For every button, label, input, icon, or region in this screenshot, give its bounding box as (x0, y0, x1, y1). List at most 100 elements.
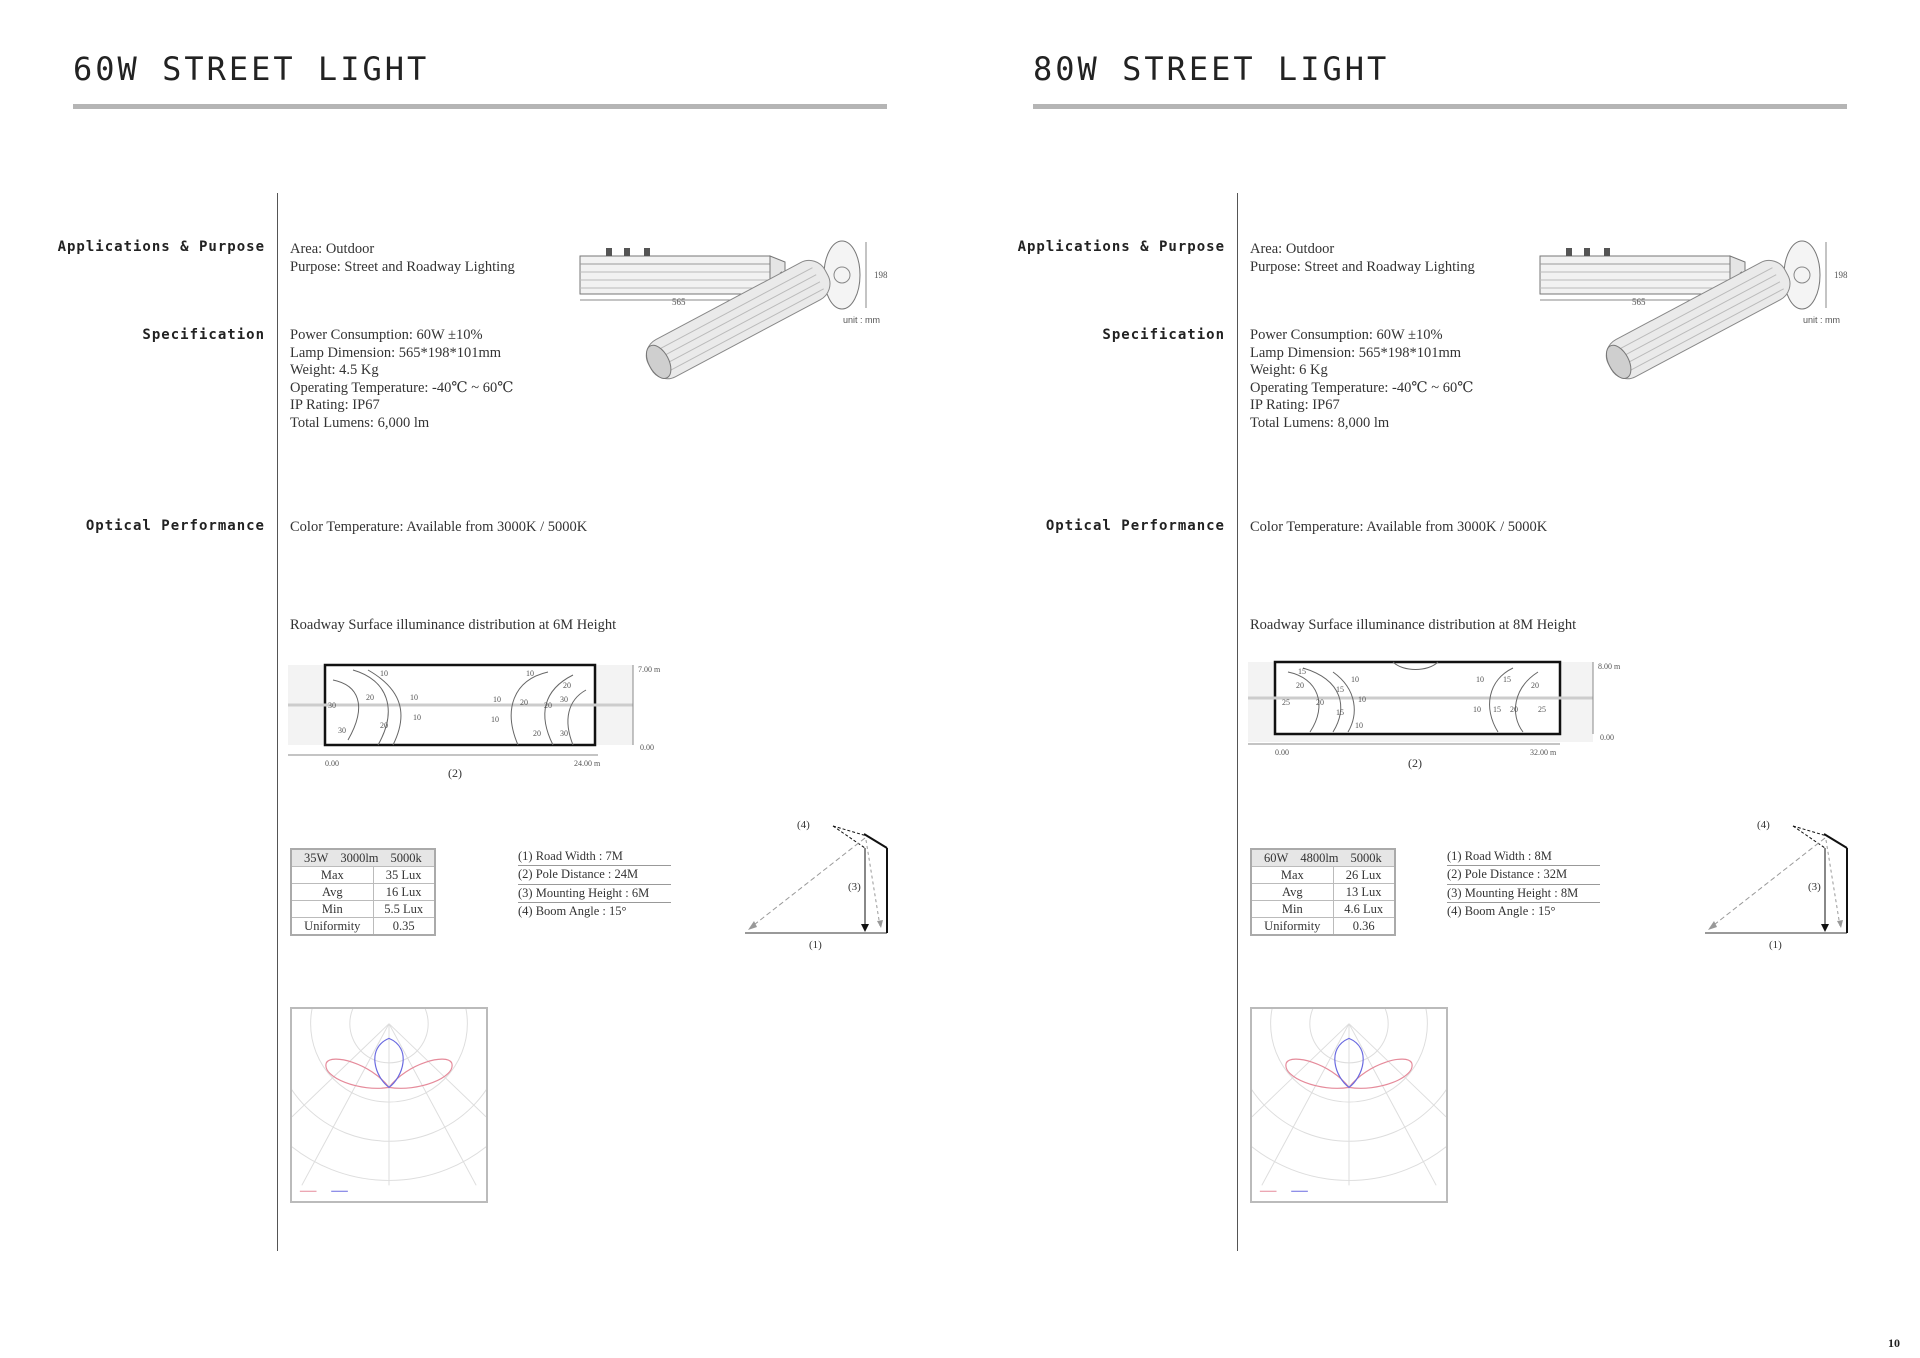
applications-text: Area: Outdoor Purpose: Street and Roadwa… (1250, 241, 1475, 276)
contour-caption: (2) (448, 766, 462, 780)
left-page: 60W STREET LIGHT Applications & Purpose … (57, 50, 888, 1251)
width-dim: 198 (1834, 270, 1848, 280)
geometry-label-4: (4) (797, 819, 810, 831)
length-dim: 565 (1632, 297, 1646, 307)
contour-level: 20 (1316, 698, 1324, 707)
geometry-label-3: (3) (1808, 881, 1821, 893)
dimension-line: Lamp Dimension: 565*198*101mm (1250, 344, 1462, 361)
page-title: 80W STREET LIGHT (1033, 50, 1390, 88)
mounting-height: (3) Mounting Height : 8M (1447, 885, 1600, 904)
specification-label: Specification (1102, 327, 1225, 343)
geometry-label-4: (4) (1757, 819, 1770, 831)
contour-level: 10 (491, 715, 499, 724)
contour-level: 30 (328, 701, 336, 710)
contour-level: 10 (410, 693, 418, 702)
contour-caption: (2) (1408, 756, 1422, 770)
specification-text: Power Consumption: 60W ±10% Lamp Dimensi… (1250, 327, 1473, 433)
right-page: 80W STREET LIGHT Applications & Purpose … (960, 0, 1920, 1358)
contour-level: 20 (520, 698, 528, 707)
installation-params: (1) Road Width : 8M (2) Pole Distance : … (1447, 848, 1600, 921)
color-temperature-text: Color Temperature: Available from 3000K … (1250, 519, 1548, 535)
road-width: (1) Road Width : 7M (518, 848, 671, 867)
specification-label: Specification (142, 327, 265, 343)
applications-text: Area: Outdoor Purpose: Street and Roadwa… (290, 241, 515, 276)
area-line: Area: Outdoor (1250, 241, 1335, 257)
contour-x-start: 0.00 (1275, 748, 1289, 757)
pole-geometry-diagram: (4) (3) (1) (1705, 819, 1848, 951)
lamp-dimension-drawing: 565 101 61 198 unit : mm (579, 240, 888, 380)
page-title: 60W STREET LIGHT (73, 50, 430, 88)
purpose-line: Purpose: Street and Roadway Lighting (1250, 258, 1475, 275)
lumens-line: Total Lumens: 6,000 lm (290, 414, 430, 431)
contour-level: 25 (1538, 705, 1546, 714)
power-line: Power Consumption: 60W ±10% (1250, 327, 1443, 343)
contour-level: 20 (1510, 705, 1518, 714)
contour-level: 20 (1531, 681, 1539, 690)
contour-level: 15 (1493, 705, 1501, 714)
contour-level: 15 (1298, 667, 1306, 676)
contour-level: 25 (1282, 698, 1290, 707)
contour-level: 10 (1351, 675, 1359, 684)
contour-level: 30 (338, 726, 346, 735)
contour-x-end: 24.00 m (574, 759, 601, 768)
applications-label: Applications & Purpose (1017, 239, 1225, 255)
lumens-line: Total Lumens: 8,000 lm (1250, 414, 1390, 431)
geometry-label-1: (1) (809, 939, 822, 951)
color-temperature-text: Color Temperature: Available from 3000K … (290, 519, 588, 535)
contour-bottom-label: 0.00 (640, 743, 654, 752)
column-divider (277, 193, 278, 1251)
contour-x-end: 32.00 m (1530, 748, 1557, 757)
pole-distance: (2) Pole Distance : 32M (1447, 866, 1600, 885)
ip-rating-line: IP Rating: IP67 (1250, 397, 1340, 414)
lamp-dimension-drawing: 565 101 61 198 unit : mm (1539, 240, 1848, 380)
boom-angle: (4) Boom Angle : 15° (518, 904, 627, 919)
contour-top-label: 8.00 m (1598, 662, 1621, 671)
geometry-label-3: (3) (848, 881, 861, 893)
title-rule (1033, 104, 1847, 109)
contour-level: 20 (366, 693, 374, 702)
contour-level: 15 (1336, 708, 1344, 717)
contour-level: 20 (533, 729, 541, 738)
specification-text: Power Consumption: 60W ±10% Lamp Dimensi… (290, 327, 513, 433)
contour-level: 10 (493, 695, 501, 704)
optical-label: Optical Performance (1045, 518, 1225, 534)
unit-label: unit : mm (843, 315, 880, 325)
pole-geometry-diagram: (4) (3) (1) (745, 819, 888, 951)
contour-level: 10 (1358, 695, 1366, 704)
contour-level: 10 (1476, 675, 1484, 684)
polar-light-distribution (290, 1007, 488, 1203)
contour-level: 15 (1503, 675, 1511, 684)
contour-bottom-label: 0.00 (1600, 733, 1614, 742)
dimension-line: Lamp Dimension: 565*198*101mm (290, 344, 502, 361)
title-rule (73, 104, 887, 109)
illuminance-contour-plot: 10 10 20 10 20 30 30 20 10 20 10 20 30 1… (288, 663, 661, 768)
road-width: (1) Road Width : 8M (1447, 848, 1600, 867)
contour-level: 15 (1336, 685, 1344, 694)
temperature-line: Operating Temperature: -40℃ ~ 60℃ (1250, 379, 1474, 396)
ip-rating-line: IP Rating: IP67 (290, 397, 380, 414)
width-dim: 198 (874, 270, 888, 280)
contour-level: 10 (526, 669, 534, 678)
purpose-line: Purpose: Street and Roadway Lighting (290, 258, 515, 275)
contour-level: 20 (563, 681, 571, 690)
length-dim: 565 (672, 297, 686, 307)
roadway-caption: Roadway Surface illuminance distribution… (1250, 617, 1577, 633)
applications-label: Applications & Purpose (57, 239, 265, 255)
contour-level: 20 (544, 701, 552, 710)
temperature-line: Operating Temperature: -40℃ ~ 60℃ (290, 379, 514, 396)
contour-level: 20 (1296, 681, 1304, 690)
mounting-height: (3) Mounting Height : 6M (518, 885, 671, 904)
weight-line: Weight: 4.5 Kg (290, 362, 379, 379)
